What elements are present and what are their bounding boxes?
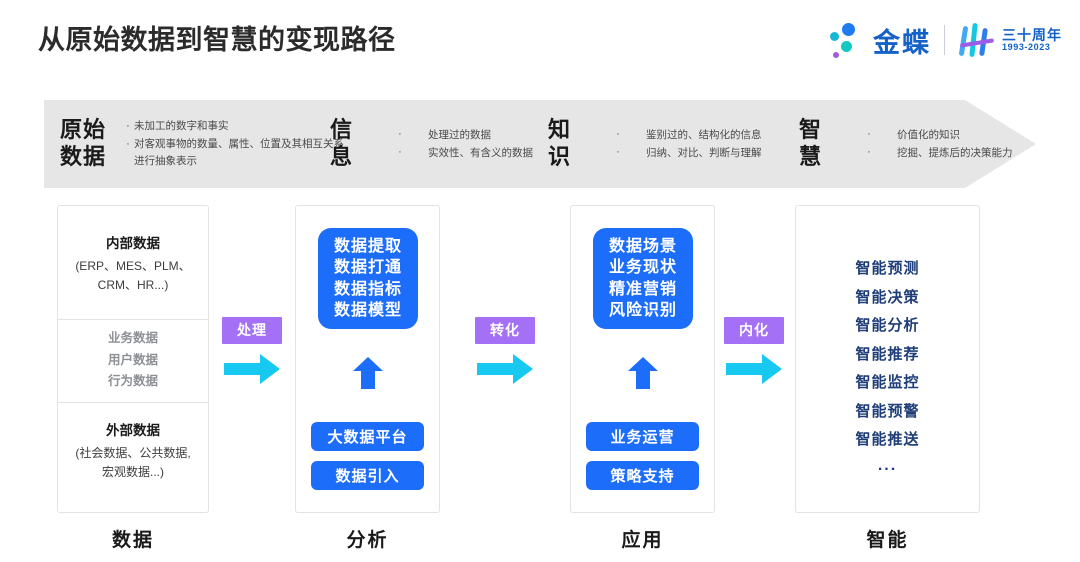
- connector-arrow-icon: [724, 354, 784, 384]
- analysis-pill-bigdata-platform[interactable]: 大数据平台: [311, 422, 424, 451]
- application-pill-business-ops[interactable]: 业务运营: [586, 422, 699, 451]
- caption-intelligence: 智能: [866, 530, 909, 551]
- list-item: 智能推送: [855, 431, 920, 448]
- list-item: 智能分析: [855, 317, 920, 334]
- bullet-text: 归纳、对比、判断与理解: [646, 147, 762, 159]
- analysis-box-line: 数据模型: [333, 301, 402, 319]
- card-divider: [58, 402, 208, 403]
- list-item: 智能决策: [855, 288, 920, 306]
- application-up-arrow-icon: [628, 357, 658, 389]
- bullet-dot-icon: ·: [616, 127, 620, 140]
- list-item: 业务数据: [107, 331, 158, 345]
- analysis-box-line: 数据打通: [333, 259, 402, 277]
- kingdee-logo: 金蝶 三十周年 1993-2023: [827, 18, 1062, 62]
- banner-segment-bullets: · 鉴别过的、结构化的信息 · 归纳、对比、判断与理解: [612, 126, 762, 163]
- banner-content: 原始 数据 · 未加工的数字和事实 · 对客观事物的数量、属性、位置及其相互关系…: [44, 100, 1036, 188]
- banner-segment-raw-data: 原始 数据 · 未加工的数字和事实 · 对客观事物的数量、属性、位置及其相互关系…: [60, 100, 349, 188]
- list-item: 智能预测: [855, 260, 920, 277]
- anniversary-mark-icon: [958, 22, 996, 58]
- card-data: 内部数据 (ERP、MES、PLM、 CRM、HR...) 业务数据 用户数据 …: [57, 205, 209, 513]
- analysis-box-line: 数据指标: [333, 280, 402, 298]
- anniversary-badge: 三十周年 1993-2023: [958, 22, 1062, 58]
- banner-segment-label: 智 慧: [799, 117, 823, 169]
- bullet-text: 价值化的知识: [897, 128, 960, 141]
- banner-segment-knowledge: 知 识 · 鉴别过的、结构化的信息 · 归纳、对比、判断与理解: [548, 100, 762, 188]
- bullet-dot-icon: ·: [126, 137, 130, 150]
- logo-divider: [944, 25, 945, 55]
- banner-segment-label: 知 识: [548, 117, 572, 169]
- logo-dots-icon: [827, 20, 869, 60]
- bullet-dot-icon: ·: [126, 120, 130, 133]
- ellipsis-indicator: ...: [877, 456, 898, 474]
- banner-arrow-shape: [44, 100, 1036, 188]
- application-box-line: 数据场景: [608, 237, 677, 255]
- connector-transformation: 转化: [475, 317, 535, 384]
- list-item: 用户数据: [107, 352, 158, 367]
- bullet-dot-icon: ·: [867, 127, 871, 140]
- connector-label: 内化: [724, 317, 784, 344]
- bullet-dot-icon: ·: [398, 127, 402, 140]
- connector-label: 处理: [222, 317, 282, 344]
- logo-brand-text: 金蝶: [873, 27, 931, 58]
- bullet-text: 对客观事物的数量、属性、位置及其相互关系进行抽象表示: [134, 137, 344, 167]
- connector-arrow-icon: [222, 354, 282, 384]
- caption-data: 数据: [111, 530, 154, 551]
- application-main-box[interactable]: 数据场景 业务现状 精准营销 风险识别: [593, 228, 693, 329]
- bullet-dot-icon: ·: [616, 146, 620, 158]
- analysis-pill-data-ingestion[interactable]: 数据引入: [311, 461, 424, 490]
- banner-segment-label: 信 息: [330, 117, 354, 169]
- analysis-up-arrow-icon: [353, 357, 383, 389]
- list-item: 智能推荐: [855, 345, 920, 363]
- anniversary-label: 三十周年: [1002, 26, 1062, 43]
- bullet-dot-icon: ·: [398, 146, 402, 158]
- connector-internalization: 内化: [724, 317, 784, 384]
- card-intelligence: [795, 205, 980, 513]
- banner-segment-bullets: · 处理过的数据 · 实效性、有含义的数据: [394, 126, 533, 163]
- external-data-title: 外部数据: [106, 423, 160, 438]
- bullet-text: 挖掘、提炼后的决策能力: [897, 147, 1013, 159]
- intelligence-list: 智能预测 智能决策 智能分析 智能推荐 智能监控 智能预警 智能推送 ...: [795, 255, 980, 477]
- analysis-main-box[interactable]: 数据提取 数据打通 数据指标 数据模型: [318, 228, 418, 329]
- internal-data-title: 内部数据: [106, 236, 160, 251]
- banner-segment-label: 原始 数据: [60, 117, 107, 169]
- list-item: 行为数据: [107, 374, 158, 388]
- bullet-text: 处理过的数据: [428, 128, 491, 141]
- banner-segment-bullets: · 未加工的数字和事实 · 对客观事物的数量、属性、位置及其相互关系进行抽象表示: [122, 118, 349, 170]
- list-item: 智能监控: [855, 374, 920, 391]
- application-box-line: 业务现状: [608, 259, 677, 277]
- external-data-subtitle: (社会数据、公共数据, 宏观数据...): [75, 446, 191, 479]
- list-item: 智能预警: [855, 402, 920, 420]
- caption-application: 应用: [621, 530, 664, 551]
- application-box-line: 风险识别: [608, 301, 677, 319]
- connector-processing: 处理: [222, 317, 282, 384]
- card-divider: [58, 319, 208, 320]
- application-pill-strategy-support[interactable]: 策略支持: [586, 461, 699, 490]
- bullet-text: 鉴别过的、结构化的信息: [646, 128, 762, 141]
- banner-segment-information: 信 息 · 处理过的数据 · 实效性、有含义的数据: [330, 100, 533, 188]
- bullet-text: 未加工的数字和事实: [134, 120, 229, 133]
- page-title: 从原始数据到智慧的变现路径: [38, 25, 396, 55]
- internal-data-subtitle: (ERP、MES、PLM、 CRM、HR...): [75, 259, 191, 292]
- connector-arrow-icon: [475, 354, 535, 384]
- caption-analysis: 分析: [346, 530, 389, 551]
- banner-segment-bullets: · 价值化的知识 · 挖掘、提炼后的决策能力: [863, 126, 1013, 163]
- bullet-text: 实效性、有含义的数据: [428, 147, 533, 159]
- connector-label: 转化: [475, 317, 535, 344]
- bullet-dot-icon: ·: [867, 146, 871, 158]
- external-data-block: 外部数据 (社会数据、公共数据, 宏观数据...): [58, 419, 208, 481]
- application-box-line: 精准营销: [608, 280, 677, 298]
- analysis-box-line: 数据提取: [333, 237, 402, 255]
- anniversary-years: 1993-2023: [1002, 41, 1051, 52]
- banner-segment-wisdom: 智 慧 · 价值化的知识 · 挖掘、提炼后的决策能力: [799, 100, 1013, 188]
- middle-data-list: 业务数据 用户数据 行为数据: [58, 328, 208, 393]
- internal-data-block: 内部数据 (ERP、MES、PLM、 CRM、HR...): [58, 232, 208, 294]
